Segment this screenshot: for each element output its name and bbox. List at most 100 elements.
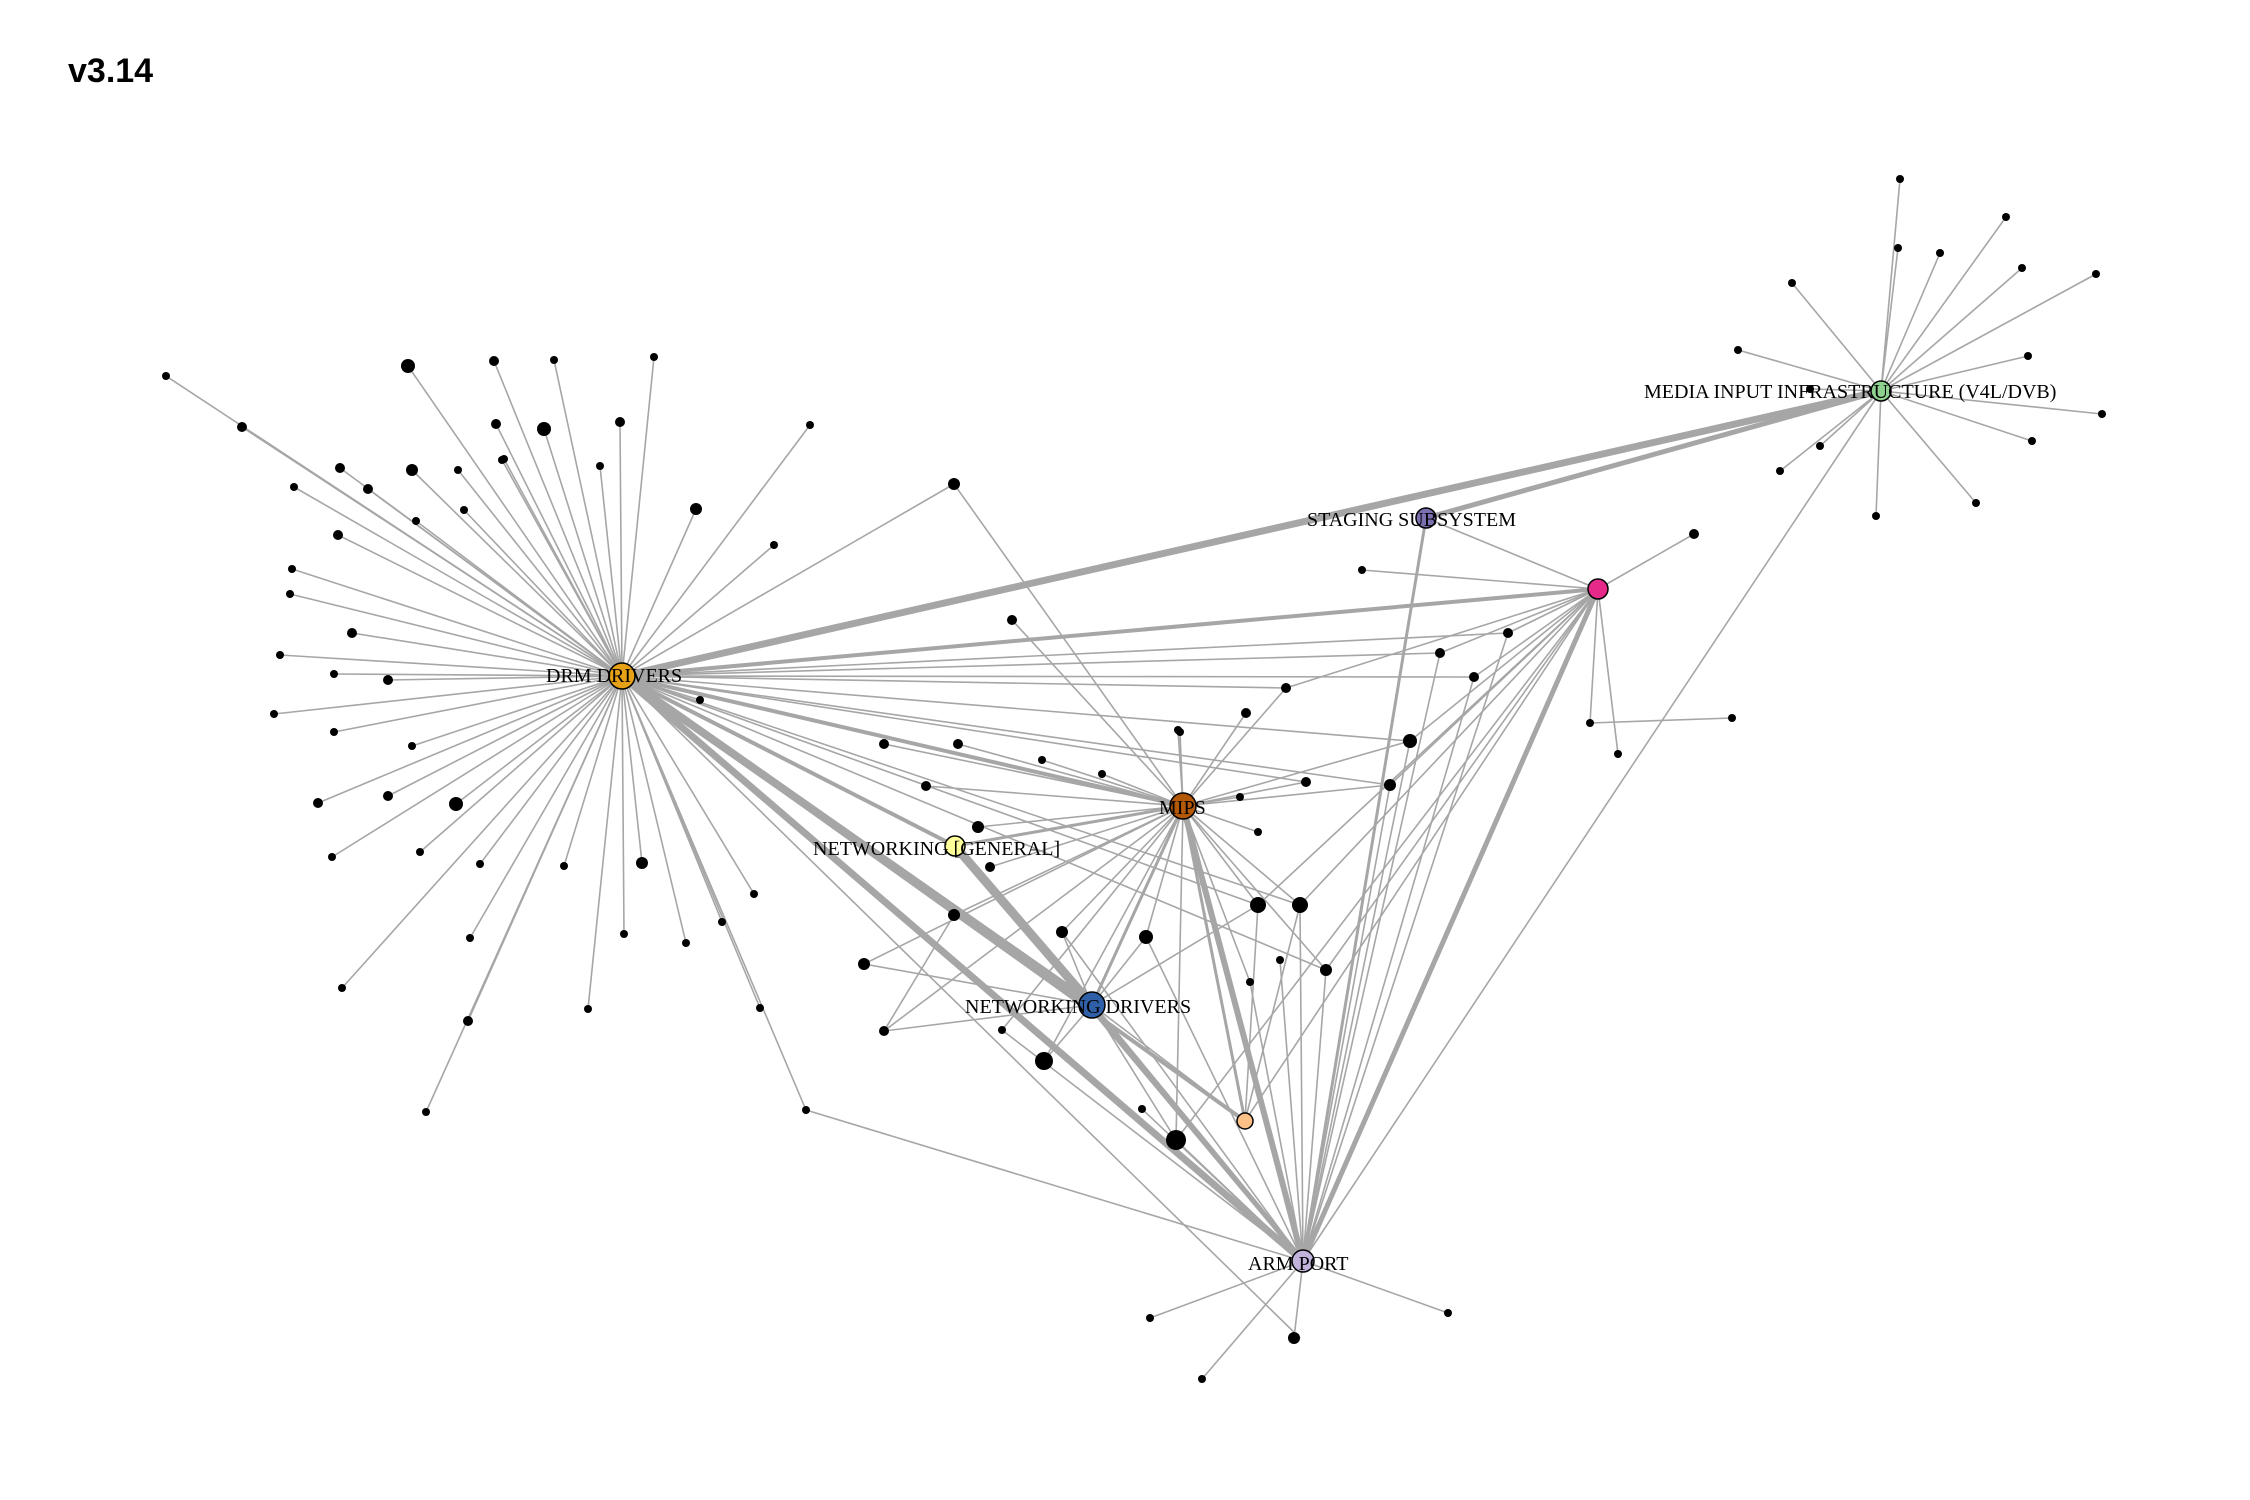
graph-node (972, 821, 984, 833)
graph-edge (1293, 1260, 1304, 1339)
graph-node (1146, 1314, 1154, 1322)
graph-edge (1880, 267, 2023, 392)
graph-edge (1244, 904, 1259, 1122)
graph-edge (620, 674, 1247, 1123)
graph-node (463, 1016, 473, 1026)
graph-edge (1302, 676, 1475, 1262)
graph-node (650, 353, 658, 361)
graph-edge (1145, 936, 1304, 1262)
graph-node (1276, 956, 1284, 964)
graph-node (1816, 442, 1824, 450)
graph-node (383, 791, 393, 801)
graph-node (1728, 714, 1736, 722)
graph-node (338, 984, 346, 992)
graph-node (998, 1026, 1006, 1034)
graph-edge (1589, 588, 1599, 724)
graph-edge (621, 675, 643, 864)
graph-node (696, 696, 704, 704)
graph-edge (1737, 349, 1882, 392)
graph-edge (273, 675, 623, 715)
graph-edge (977, 805, 1184, 828)
graph-edge (883, 1004, 1093, 1032)
graph-node (985, 862, 995, 872)
graph-node (363, 484, 373, 494)
graph-edge (1090, 805, 1185, 1006)
graph-edge (1175, 588, 1599, 1141)
graph-node (560, 862, 568, 870)
graph-node (330, 728, 338, 736)
graph-edge (1302, 969, 1327, 1262)
graph-edge (1041, 759, 1184, 807)
graph-edge (1011, 619, 1184, 807)
graph-edge (1091, 904, 1259, 1006)
graph-edge (1182, 805, 1301, 906)
graph-edge (621, 675, 1475, 678)
graph-edge (1325, 588, 1599, 971)
graph-node (328, 853, 336, 861)
graph-node (756, 1004, 764, 1012)
graph-node (1246, 978, 1254, 986)
graph-node (2098, 410, 2106, 418)
graph-edge (619, 421, 623, 677)
graph-edge (1875, 390, 1882, 517)
graph-edge (1880, 390, 1977, 504)
graph-node (333, 530, 343, 540)
graph-node (491, 419, 501, 429)
graph-node (1038, 756, 1046, 764)
graph-edge (1880, 216, 2007, 392)
hub-label-arm: ARM PORT (1248, 1253, 1349, 1275)
graph-edge (1507, 588, 1599, 634)
graph-edge (1880, 273, 2097, 392)
graph-node (806, 421, 814, 429)
hub-node-arm (1291, 1249, 1315, 1273)
graph-edge (621, 508, 697, 677)
graph-node (1469, 672, 1479, 682)
graph-node (858, 958, 870, 970)
graph-edge (1090, 1003, 1305, 1263)
graph-edge (1182, 805, 1259, 906)
graph-edge (493, 360, 623, 677)
graph-edge (805, 1109, 1304, 1262)
graph-node (1236, 793, 1244, 801)
graph-node (335, 463, 345, 473)
graph-node (1384, 779, 1396, 791)
graph-node (406, 464, 418, 476)
graph-edge (1182, 740, 1411, 807)
graph-edge (1439, 588, 1599, 654)
hub-label-media: MEDIA INPUT INFRASTRUCTURE (V4L/DVB) (1644, 381, 2056, 403)
graph-edge (1091, 936, 1147, 1006)
graph-edge (1279, 959, 1304, 1262)
graph-edge (1285, 588, 1599, 689)
graph-edge (1149, 1260, 1304, 1319)
graph-edge (954, 804, 1184, 848)
graph-node (1301, 777, 1311, 787)
graph-node (550, 356, 558, 364)
graph-edge (387, 675, 623, 797)
graph-node (1254, 828, 1262, 836)
graph-edge (503, 458, 623, 677)
graph-edge (599, 465, 623, 677)
graph-edge (1880, 390, 2033, 442)
graph-node (1358, 566, 1366, 574)
graph-edge (1249, 981, 1304, 1262)
graph-node (2018, 264, 2026, 272)
graph-node (466, 934, 474, 942)
graph-node (537, 422, 551, 436)
hub-node-netdrv (1078, 991, 1106, 1019)
graph-edge (621, 674, 1184, 808)
graph-edge (621, 675, 1259, 906)
graph-edge (863, 805, 1184, 965)
graph-edge (621, 389, 1882, 678)
graph-edge (563, 675, 623, 867)
graph-node (500, 455, 508, 463)
graph-node (1320, 964, 1332, 976)
graph-edge (279, 654, 623, 677)
graph-node (1166, 1130, 1186, 1150)
graph-node (1241, 708, 1251, 718)
hub-label-mips: MIPS (1159, 797, 1206, 819)
graph-node (596, 462, 604, 470)
graph-node (408, 742, 416, 750)
graph-node (476, 860, 484, 868)
